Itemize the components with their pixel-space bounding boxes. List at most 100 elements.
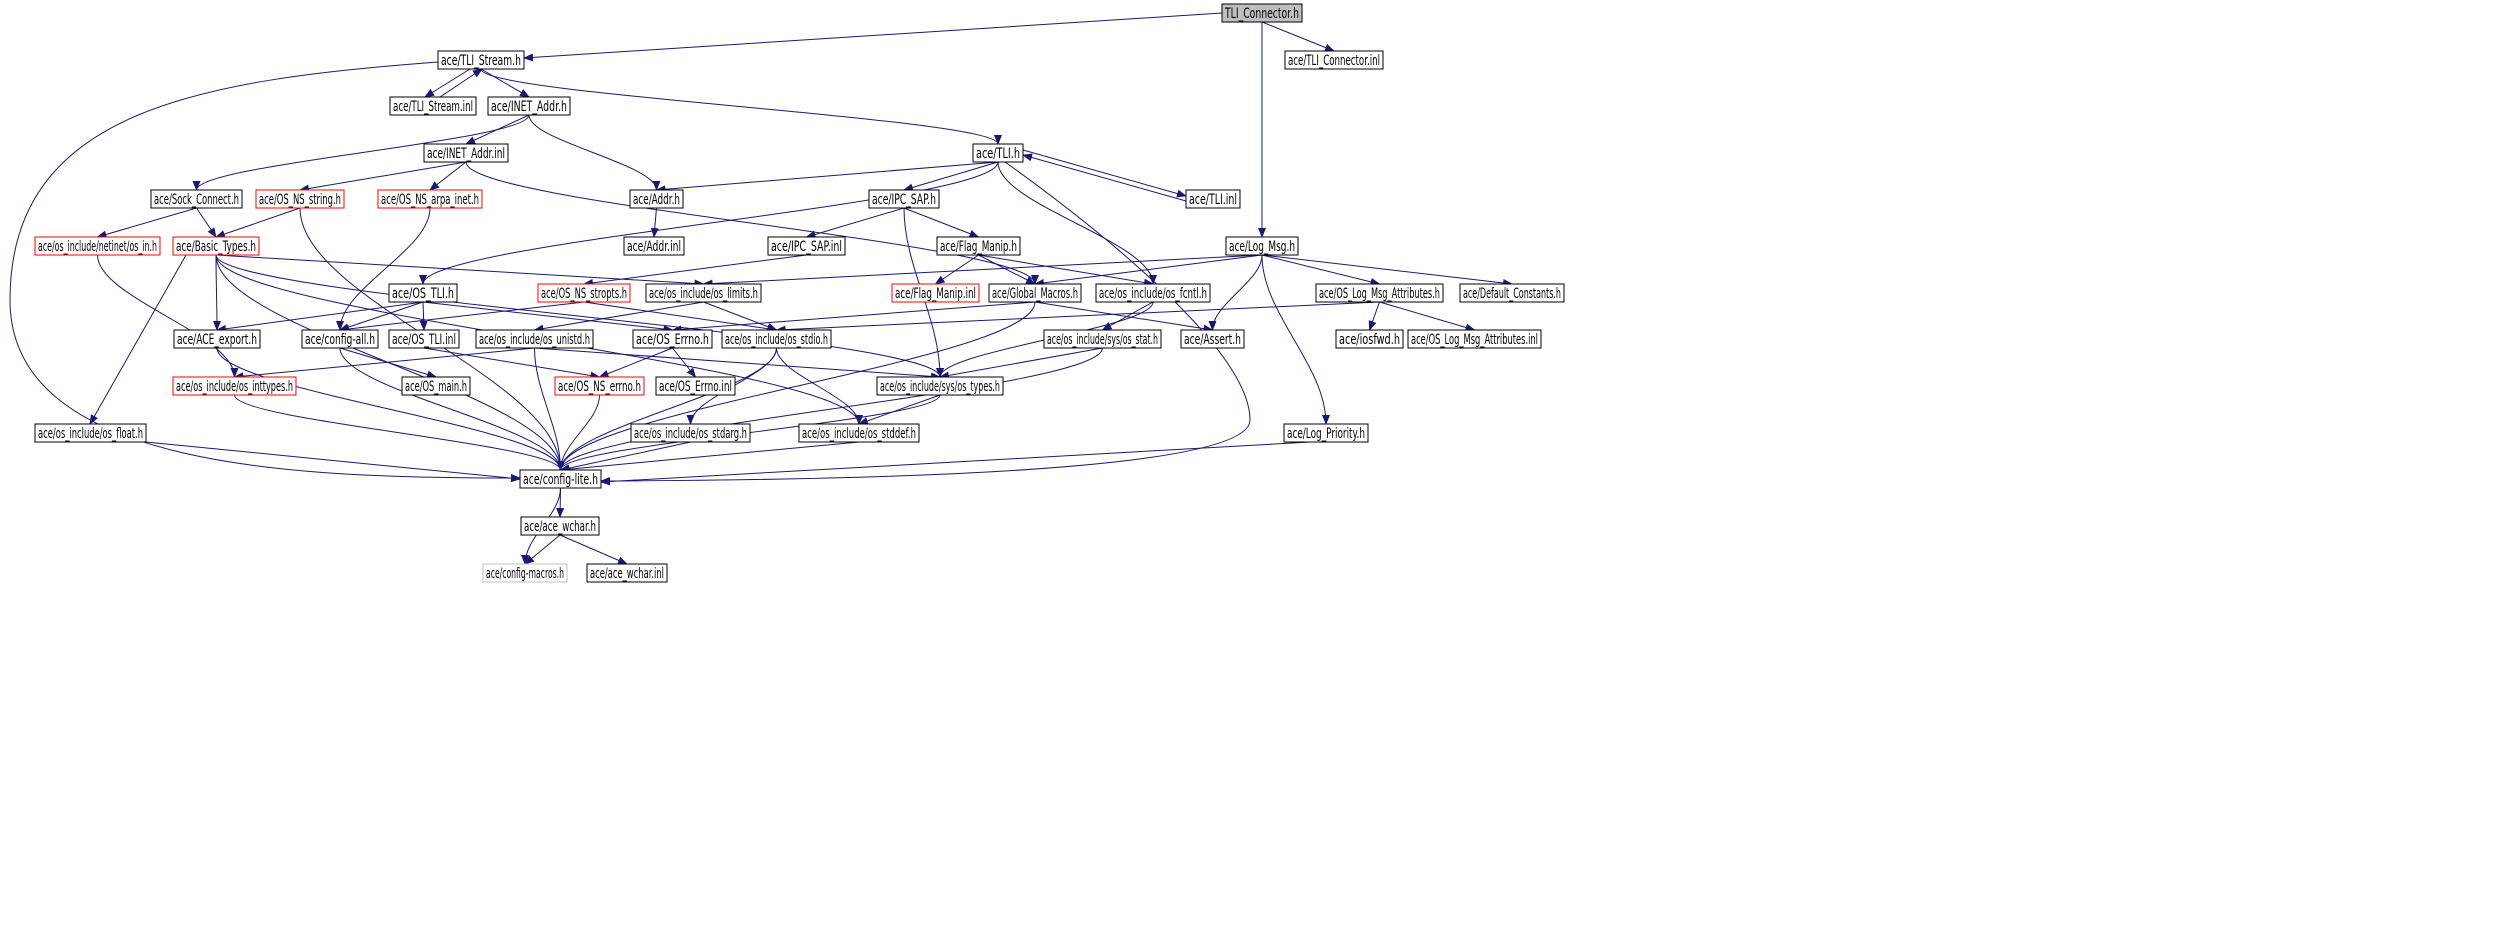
node-label: ace/config-macros.h (486, 566, 564, 582)
node-os-ns-string-h[interactable]: ace/OS_NS_string.h (255, 189, 345, 209)
node-config-macros-h[interactable]: ace/config-macros.h (482, 563, 568, 583)
edge-log_priority_h-to-config_lite_h (600, 441, 1311, 486)
edge-tli_h-to-tli_inl (1022, 149, 1187, 198)
node-os-log-msg-attributes-inl[interactable]: ace/OS_Log_Msg_Attributes.inl (1407, 329, 1542, 349)
node-box (586, 563, 668, 583)
edge-os_limits_h-to-os_unistd_h (533, 301, 704, 333)
edge-global_macros_h-to-config_lite_h (556, 301, 1036, 471)
node-config-all-h[interactable]: ace/config-all.h (301, 329, 379, 349)
edge-sys_os_stat_h-to-sys_os_types_h (939, 347, 1103, 380)
node-flag-manip-h[interactable]: ace/Flag_Manip.h (936, 236, 1021, 256)
node-log-priority-h[interactable]: ace/Log_Priority.h (1283, 423, 1369, 443)
node-os-inttypes-h[interactable]: ace/os_include/os_inttypes.h (172, 376, 297, 396)
node-box (972, 143, 1024, 163)
node-default-constants-h[interactable]: ace/Default_Constants.h (1459, 283, 1565, 303)
node-os-tli-inl[interactable]: ace/OS_TLI.inl (388, 329, 460, 349)
node-os-main-h[interactable]: ace/OS_main.h (401, 376, 471, 396)
node-label: ace/TLI_Stream.h (441, 53, 521, 69)
node-sys-os-types-h[interactable]: ace/os_include/sys/os_types.h (876, 376, 1004, 396)
node-label: ace/OS_Errno.inl (659, 379, 732, 395)
node-os-stdio-h[interactable]: ace/os_include/os_stdio.h (721, 329, 832, 349)
edge-tli_stream_h-to-tli_stream_inl (424, 68, 471, 98)
node-box (1283, 423, 1369, 443)
node-os-errno-h[interactable]: ace/OS_Errno.h (632, 329, 713, 349)
node-basic-types-h[interactable]: ace/Basic_Types.h (172, 236, 260, 256)
node-box (172, 236, 260, 256)
edge-os_limits_h-to-os_stdio_h (703, 301, 778, 331)
edge-os_ns_string_h-to-basic_types_h (215, 207, 301, 238)
node-box (630, 423, 751, 443)
edge-flag_manip_h-to-flag_manip_inl (934, 254, 979, 285)
node-os-tli-h[interactable]: ace/OS_TLI.h (388, 283, 458, 303)
node-ace-export-h[interactable]: ace/ACE_export.h (173, 329, 261, 349)
node-os-errno-inl[interactable]: ace/OS_Errno.inl (655, 376, 736, 396)
node-os-fcntl-h[interactable]: ace/os_include/os_fcntl.h (1095, 283, 1211, 303)
node-os-ns-stropts-h[interactable]: ace/OS_NS_stropts.h (537, 283, 631, 303)
node-box (645, 283, 762, 303)
node-box (1335, 329, 1404, 349)
node-inet-addr-h[interactable]: ace/INET_Addr.h (487, 96, 571, 116)
edge-os_tli_h-to-ace_export_h (216, 301, 424, 333)
node-box (519, 469, 602, 489)
node-label: ace/Addr.inl (627, 239, 681, 255)
edge-os_tli_inl-to-os_ns_errno_h (423, 347, 601, 380)
edge-inet_addr_h-to-sock_connect_h (192, 114, 530, 191)
node-sock-connect-h[interactable]: ace/Sock_Connect.h (150, 189, 243, 209)
node-tli-inl[interactable]: ace/TLI.inl (1185, 189, 1241, 209)
edge-os_unistd_h-to-config_lite_h (534, 347, 565, 471)
node-config-lite-h[interactable]: ace/config-lite.h (519, 469, 602, 489)
node-label: ace/OS_NS_errno.h (558, 379, 641, 395)
node-sys-os-stat-h[interactable]: ace/os_include/sys/os_stat.h (1043, 329, 1162, 349)
node-ace-wchar-inl[interactable]: ace/ace_wchar.inl (586, 563, 668, 583)
node-log-msg-h[interactable]: ace/Log_Msg.h (1225, 236, 1299, 256)
node-ace-wchar-h[interactable]: ace/ace_wchar.h (520, 516, 600, 536)
node-inet-addr-inl[interactable]: ace/INET_Addr.inl (423, 143, 509, 163)
edge-os_stdio_h-to-os_stddef_h (776, 347, 863, 425)
edge-inet_addr_h-to-addr_h (528, 114, 661, 191)
node-os-stdarg-h[interactable]: ace/os_include/os_stdarg.h (630, 423, 751, 443)
node-box (868, 189, 940, 209)
node-os-ns-arpa-inet-h[interactable]: ace/OS_NS_arpa_inet.h (377, 189, 483, 209)
node-box (1459, 283, 1565, 303)
node-os-ns-errno-h[interactable]: ace/OS_NS_errno.h (554, 376, 645, 396)
edge-tli_stream_h-to-tli_h (480, 68, 1002, 145)
edge-os_fcntl_h-to-sys_os_stat_h (1101, 301, 1154, 331)
node-global-macros-h[interactable]: ace/Global_Macros.h (988, 283, 1082, 303)
node-os-unistd-h[interactable]: ace/os_include/os_unistd.h (475, 329, 594, 349)
edge-sys_os_stat_h-to-config_lite_h (556, 347, 1103, 471)
node-box (767, 236, 846, 256)
node-box (554, 376, 645, 396)
edge-inet_addr_inl-to-global_macros_h (465, 161, 1039, 285)
node-os-log-msg-attributes-h[interactable]: ace/OS_Log_Msg_Attributes.h (1315, 283, 1444, 303)
node-box (34, 236, 161, 256)
node-box (1284, 50, 1384, 70)
edge-os_stdio_h-to-config_lite_h (556, 347, 777, 471)
node-os-float-h[interactable]: ace/os_include/os_float.h (34, 423, 147, 443)
edge-os_unistd_h-to-os_inttypes_h (233, 347, 535, 381)
node-box (876, 376, 1004, 396)
node-os-limits-h[interactable]: ace/os_include/os_limits.h (645, 283, 762, 303)
node-tli-connector-h[interactable]: TLI_Connector.h (1221, 3, 1303, 23)
node-os-stddef-h[interactable]: ace/os_include/os_stddef.h (798, 423, 920, 443)
node-label: ace/OS_Log_Msg_Attributes.h (1319, 286, 1440, 302)
node-addr-inl[interactable]: ace/Addr.inl (623, 236, 685, 256)
node-assert-h[interactable]: ace/Assert.h (1180, 329, 1245, 349)
node-label: ace/os_include/sys/os_types.h (880, 379, 1000, 395)
node-box (1095, 283, 1211, 303)
node-flag-manip-inl[interactable]: ace/Flag_Manip.inl (891, 283, 980, 303)
node-ipc-sap-inl[interactable]: ace/IPC_SAP.inl (767, 236, 846, 256)
edge-basic_types_h-to-ace_export_h (212, 254, 221, 331)
node-tli-connector-inl[interactable]: ace/TLI_Connector.inl (1284, 50, 1384, 70)
node-box (1407, 329, 1542, 349)
node-tli-h[interactable]: ace/TLI.h (972, 143, 1024, 163)
node-addr-h[interactable]: ace/Addr.h (629, 189, 684, 209)
node-tli-stream-h[interactable]: ace/TLI_Stream.h (437, 50, 525, 70)
node-netinet-os-in-h[interactable]: ace/os_include/netinet/os_in.h (34, 236, 161, 256)
node-iosfwd-h[interactable]: ace/iosfwd.h (1335, 329, 1404, 349)
edge-ipc_sap_h-to-flag_manip_h (903, 207, 980, 238)
node-tli-stream-inl[interactable]: ace/TLI_Stream.inl (389, 96, 477, 116)
node-ipc-sap-h[interactable]: ace/IPC_SAP.h (868, 189, 940, 209)
edge-tli_h-to-addr_h (655, 161, 999, 194)
edge-ipc_sap_inl-to-os_ns_stropts_h (583, 254, 807, 287)
edge-os_log_msg_attributes_h-to-os_stdio_h (775, 301, 1380, 334)
